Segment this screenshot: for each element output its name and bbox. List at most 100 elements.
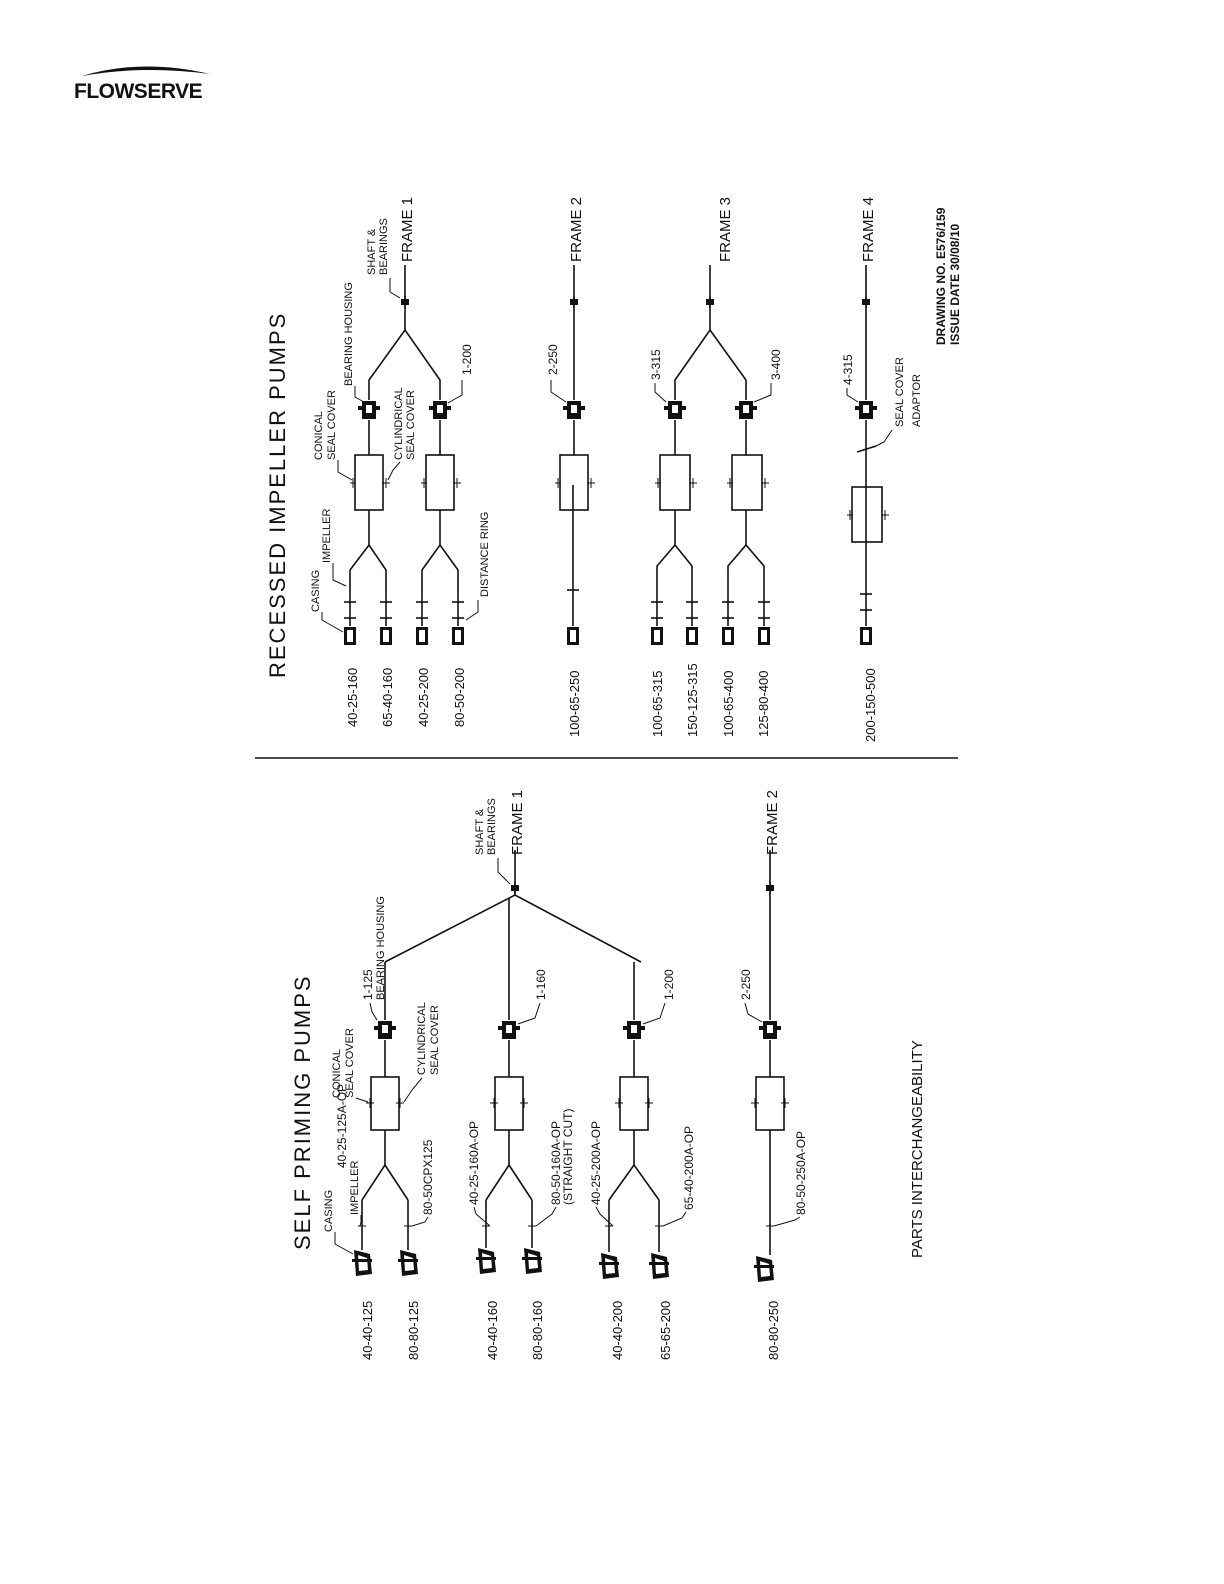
impeller-code-label: 40-25-200A-OP bbox=[589, 1121, 603, 1205]
drawing-info: DRAWING NO. E576/159 ISSUE DATE 30/08/10 bbox=[934, 207, 962, 345]
model-label: 125-80-400 bbox=[756, 671, 771, 738]
self-priming-part-labels: CASING IMPELLER CONICAL SEAL COVER BEARI… bbox=[323, 798, 511, 1255]
parts-interchangeability-caption: PARTS INTERCHANGEABILITY bbox=[909, 1040, 926, 1258]
model-label: 80-80-250 bbox=[766, 1301, 781, 1360]
seal-cover-box bbox=[425, 454, 455, 511]
housing-label: 3-315 bbox=[649, 349, 663, 380]
casing-label: CASING bbox=[310, 570, 322, 612]
seal-cover-box bbox=[619, 1076, 649, 1131]
self-priming-shafts bbox=[384, 850, 775, 1020]
model-label: 100-65-315 bbox=[650, 671, 665, 738]
frame-label: FRAME 3 bbox=[717, 197, 734, 262]
impeller-label: IMPELLER bbox=[321, 509, 333, 563]
casing-row bbox=[344, 590, 356, 645]
casing-row bbox=[452, 590, 464, 645]
recessed-frame-labels: FRAME 1 FRAME 2 FRAME 3 FRAME 4 bbox=[399, 197, 877, 262]
seal-cover-box bbox=[659, 454, 691, 511]
seal-cover-box bbox=[559, 454, 589, 511]
housing-label: 1-200 bbox=[662, 969, 676, 1000]
frame-label: FRAME 2 bbox=[764, 790, 781, 855]
impeller-code-label: 80-50CPX125 bbox=[421, 1139, 435, 1215]
shaft-bearings-label: BEARINGS bbox=[378, 218, 390, 275]
seal-cover-box bbox=[494, 1076, 524, 1131]
self-priming-housing-labels: 1-125 1-160 1-200 2-250 bbox=[361, 969, 763, 1025]
model-label: 65-40-160 bbox=[380, 668, 395, 727]
self-priming-connections bbox=[358, 1040, 789, 1255]
shaft-bearings-label: SHAFT & bbox=[366, 228, 378, 275]
drawing-number: DRAWING NO. E576/159 bbox=[934, 207, 948, 345]
impeller-code-label: (STRAIGHT CUT) bbox=[561, 1109, 575, 1205]
recessed-model-labels: 40-25-160 65-40-160 40-25-200 80-50-200 … bbox=[345, 663, 878, 742]
model-label: 65-65-200 bbox=[658, 1301, 673, 1360]
seal-cover-box bbox=[851, 486, 883, 543]
casing-row bbox=[651, 572, 663, 645]
housing-label: 2-250 bbox=[546, 344, 560, 375]
recessed-title: RECESSED IMPELLER PUMPS bbox=[265, 312, 290, 678]
casing-row bbox=[416, 590, 428, 645]
self-priming-title: SELF PRIMING PUMPS bbox=[290, 974, 315, 1250]
model-label: 40-25-200 bbox=[416, 668, 431, 727]
seal-cover-adaptor-label: ADAPTOR bbox=[911, 374, 923, 427]
frame-label: FRAME 1 bbox=[509, 790, 526, 855]
casing-row bbox=[722, 572, 734, 645]
self-priming-frame-labels: FRAME 1 FRAME 2 bbox=[509, 790, 781, 855]
model-label: 40-40-125 bbox=[360, 1301, 375, 1360]
logo-swoosh-icon bbox=[82, 66, 210, 76]
shaft-bearings-label: BEARINGS bbox=[486, 798, 498, 855]
model-label: 150-125-315 bbox=[685, 663, 700, 737]
self-priming-casings bbox=[352, 1248, 774, 1282]
bearing-housing-label: BEARING HOUSING bbox=[343, 282, 355, 386]
seal-cover-box bbox=[354, 454, 384, 511]
self-priming-impeller-labels: 40-25-125A-OP 80-50CPX125 40-25-160A-OP … bbox=[335, 1084, 808, 1227]
flowserve-logo: FLOWSERVE bbox=[74, 66, 210, 103]
issue-date: ISSUE DATE 30/08/10 bbox=[948, 224, 962, 345]
casing-label: CASING bbox=[323, 1190, 335, 1232]
model-label: 40-40-200 bbox=[610, 1301, 625, 1360]
seal-cover-box bbox=[370, 1076, 400, 1131]
distance-ring-label: DISTANCE RING bbox=[479, 512, 491, 597]
housing-label: 1-160 bbox=[534, 969, 548, 1000]
casing-row bbox=[686, 572, 698, 645]
frame-label: FRAME 2 bbox=[568, 197, 585, 262]
model-label: 40-40-160 bbox=[485, 1301, 500, 1360]
model-label: 200-150-500 bbox=[863, 668, 878, 742]
seal-cover-box bbox=[755, 1076, 785, 1131]
model-label: 80-50-200 bbox=[452, 668, 467, 727]
seal-cover-box bbox=[731, 454, 763, 511]
recessed-housing-labels: 1-200 2-250 3-315 3-400 4-315 bbox=[447, 344, 859, 404]
conical-seal-cover-label: CONICAL bbox=[331, 1049, 343, 1098]
impeller-code-label: 40-25-125A-OP bbox=[335, 1084, 349, 1168]
recessed-shafts bbox=[368, 265, 871, 400]
cylindrical-seal-cover-label: CYLINDRICAL bbox=[416, 1002, 428, 1075]
impeller-label: IMPELLER bbox=[349, 1161, 361, 1215]
bearing-housing-label: BEARING HOUSING bbox=[375, 896, 387, 1000]
impeller-code-label: 65-40-200A-OP bbox=[682, 1126, 696, 1210]
housing-label: 3-400 bbox=[769, 349, 783, 380]
conical-seal-cover-label: CONICAL bbox=[313, 411, 325, 460]
housing-label: 1-125 bbox=[361, 969, 375, 1000]
recessed-bearing-housings bbox=[358, 401, 877, 419]
model-label: 80-80-160 bbox=[530, 1301, 545, 1360]
casing-row bbox=[567, 485, 579, 645]
model-label: 100-65-250 bbox=[567, 671, 582, 738]
impeller-code-label: 40-25-160A-OP bbox=[467, 1121, 481, 1205]
conical-seal-cover-label: SEAL COVER bbox=[344, 1028, 356, 1098]
cylindrical-seal-cover-label: CYLINDRICAL bbox=[393, 387, 405, 460]
casing-row bbox=[758, 572, 770, 645]
conical-seal-cover-label: SEAL COVER bbox=[326, 390, 338, 460]
recessed-impeller-section: RECESSED IMPELLER PUMPS 40-25-160 65-40-… bbox=[265, 197, 962, 742]
model-label: 40-25-160 bbox=[345, 668, 360, 727]
recessed-casings bbox=[344, 485, 872, 645]
cylindrical-seal-cover-label: SEAL COVER bbox=[405, 390, 417, 460]
housing-label: 2-250 bbox=[739, 969, 753, 1000]
casing-row bbox=[860, 542, 872, 645]
frame-label: FRAME 1 bbox=[399, 197, 416, 262]
model-label: 100-65-400 bbox=[721, 671, 736, 738]
housing-label: 4-315 bbox=[841, 354, 855, 385]
model-label: 80-80-125 bbox=[406, 1301, 421, 1360]
logo-wordmark: FLOWSERVE bbox=[74, 80, 203, 103]
frame-label: FRAME 4 bbox=[860, 197, 877, 262]
impeller-code-label: 80-50-160A-OP bbox=[549, 1121, 563, 1205]
housing-label: 1-200 bbox=[460, 344, 474, 375]
